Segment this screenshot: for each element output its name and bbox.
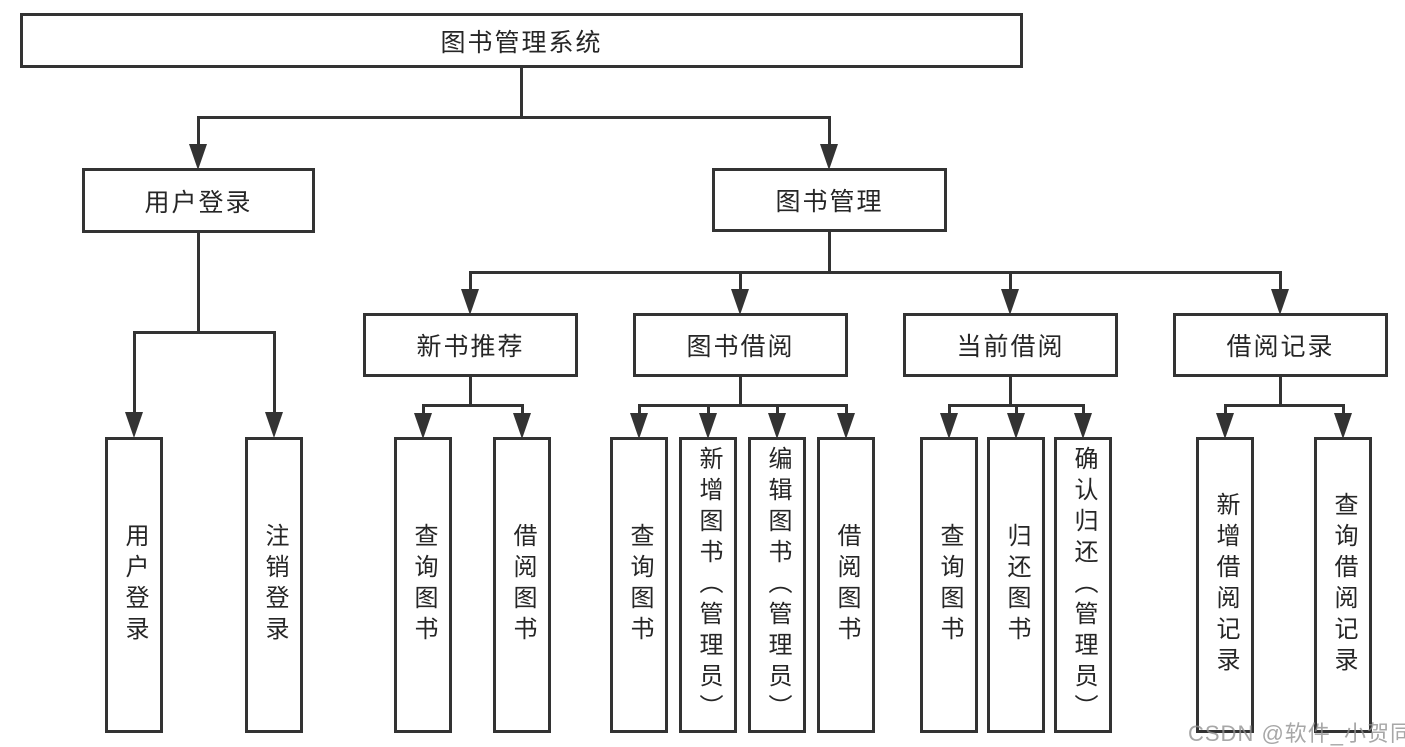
node-logout: 注销登录: [245, 437, 303, 733]
node-borrow-books-leaf: 借阅图书: [817, 437, 875, 733]
node-library-system: 图书管理系统: [20, 13, 1023, 68]
connector-stub: [1082, 404, 1085, 416]
node-borrow-records: 借阅记录: [1173, 313, 1388, 377]
node-label: 用户登录: [144, 188, 253, 217]
connector-records-branch: [1224, 404, 1344, 407]
connector-root-branch: [197, 116, 831, 119]
arrow-down-icon: [1271, 289, 1289, 315]
arrow-down-icon: [731, 289, 749, 315]
connector-stub: [422, 404, 425, 416]
connector-stub: [469, 271, 472, 293]
arrow-down-icon: [699, 413, 717, 439]
connector-bookmgmt-drop: [828, 232, 831, 274]
arrow-down-icon: [513, 413, 531, 439]
node-query-books-current: 查询图书: [920, 437, 978, 733]
arrow-down-icon: [1007, 413, 1025, 439]
connector-userlogin-branch: [133, 331, 275, 334]
connector-borrow-drop: [739, 377, 742, 407]
arrow-down-icon: [189, 144, 207, 170]
arrow-down-icon: [940, 413, 958, 439]
connector-stub: [828, 116, 831, 152]
node-label: 借阅记录: [1226, 333, 1335, 361]
arrow-down-icon: [265, 412, 283, 438]
arrow-down-icon: [1001, 289, 1019, 315]
node-label: 图书管理系统: [440, 28, 603, 57]
arrow-down-icon: [125, 412, 143, 438]
node-query-books-recommend: 查询图书: [394, 437, 452, 733]
node-label: 用户登录: [121, 523, 148, 647]
node-label: 新书推荐: [416, 333, 525, 361]
arrow-down-icon: [837, 413, 855, 439]
node-label: 图书借阅: [686, 333, 795, 361]
node-label: 确认归还（管理员）: [1070, 445, 1097, 725]
node-borrow-books-recommend: 借阅图书: [493, 437, 551, 733]
node-confirm-return-admin: 确认归还（管理员）: [1054, 437, 1112, 733]
node-book-borrow: 图书借阅: [633, 313, 848, 377]
arrow-down-icon: [1216, 413, 1234, 439]
node-add-borrow-record: 新增借阅记录: [1196, 437, 1254, 733]
arrow-down-icon: [1074, 413, 1092, 439]
node-label: 借阅图书: [509, 523, 536, 647]
node-current-borrow: 当前借阅: [903, 313, 1118, 377]
connector-stub: [133, 331, 136, 416]
arrow-down-icon: [1334, 413, 1352, 439]
connector-root-drop: [520, 68, 523, 118]
node-label: 注销登录: [261, 523, 288, 647]
connector-stub: [1009, 271, 1012, 293]
node-label: 归还图书: [1003, 523, 1030, 647]
node-label: 查询借阅记录: [1330, 492, 1357, 678]
node-label: 查询图书: [410, 523, 437, 647]
node-label: 新增图书（管理员）: [695, 445, 722, 725]
node-label: 查询图书: [626, 523, 653, 647]
connector-stub: [1342, 404, 1345, 416]
csdn-watermark: CSDN @软件_小贺同学: [1188, 721, 1405, 746]
node-query-borrow-record: 查询借阅记录: [1314, 437, 1372, 733]
connector-newbook-branch: [422, 404, 523, 407]
arrow-down-icon: [768, 413, 786, 439]
connector-records-drop: [1279, 377, 1282, 407]
connector-borrow-branch: [638, 404, 847, 407]
node-return-book: 归还图书: [987, 437, 1045, 733]
node-label: 借阅图书: [833, 523, 860, 647]
connector-stub: [1279, 271, 1282, 293]
node-edit-book-admin: 编辑图书（管理员）: [748, 437, 806, 733]
arrow-down-icon: [820, 144, 838, 170]
arrow-down-icon: [630, 413, 648, 439]
node-label: 编辑图书（管理员）: [764, 445, 791, 725]
connector-userlogin-drop: [197, 233, 200, 333]
arrow-down-icon: [414, 413, 432, 439]
connector-stub: [638, 404, 641, 416]
node-user-login-leaf: 用户登录: [105, 437, 163, 733]
node-user-login: 用户登录: [82, 168, 315, 233]
connector-bookmgmt-branch: [469, 271, 1281, 274]
connector-current-drop: [1009, 377, 1012, 407]
connector-stub: [739, 271, 742, 293]
node-label: 新增借阅记录: [1212, 492, 1239, 678]
node-book-management: 图书管理: [712, 168, 947, 232]
connector-stub: [1224, 404, 1227, 416]
connector-stub: [1015, 404, 1018, 416]
connector-stub: [845, 404, 848, 416]
node-label: 查询图书: [936, 523, 963, 647]
node-query-books-borrow: 查询图书: [610, 437, 668, 733]
node-new-book-recommend: 新书推荐: [363, 313, 578, 377]
arrow-down-icon: [461, 289, 479, 315]
connector-stub: [948, 404, 951, 416]
node-add-book-admin: 新增图书（管理员）: [679, 437, 737, 733]
connector-stub: [197, 116, 200, 152]
connector-newbook-drop: [469, 377, 472, 407]
connector-stub: [707, 404, 710, 416]
node-label: 当前借阅: [956, 333, 1065, 361]
node-label: 图书管理: [775, 188, 884, 216]
connector-stub: [776, 404, 779, 416]
connector-stub: [521, 404, 524, 416]
connector-stub: [273, 331, 276, 416]
